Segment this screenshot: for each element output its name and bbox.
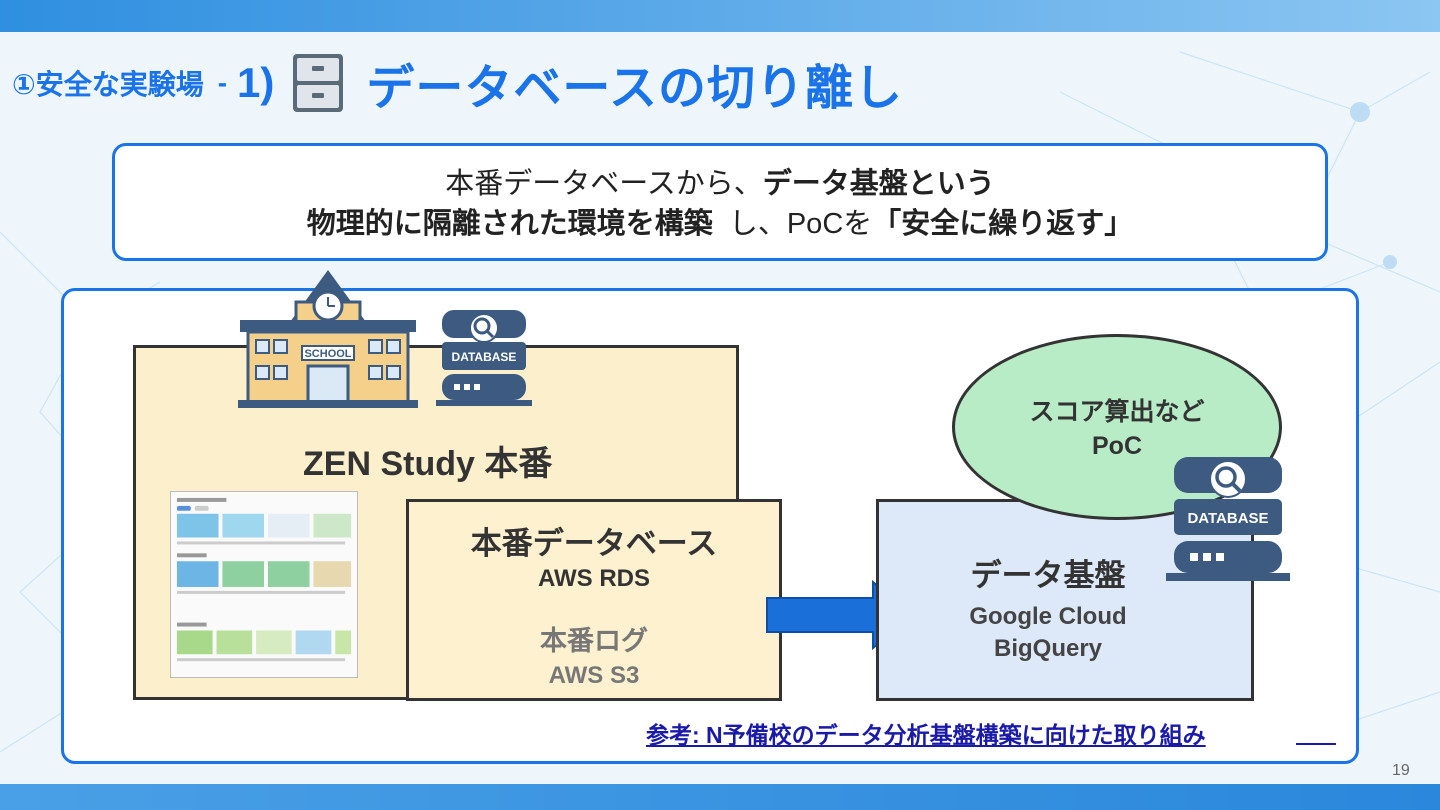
summary-callout: 本番データベースから、データ基盤という 物理的に隔離された環境を構築 し、PoC… <box>112 143 1328 261</box>
callout-line1-bold: データ基盤という <box>762 168 995 200</box>
reference-underline-extension <box>1296 743 1336 745</box>
title-prefix: ①安全な実験場 <box>12 69 204 100</box>
title-number: 1) <box>237 59 275 106</box>
page-number: 19 <box>1392 762 1410 779</box>
title-main: データベースの切り離し <box>366 62 904 115</box>
database-icon-large: DATABASE <box>1166 457 1290 581</box>
prod-db-title: 本番データベース <box>470 526 718 561</box>
database-icon: DATABASE <box>436 310 532 406</box>
platform-title: データ基盤 <box>970 558 1126 593</box>
zen-study-label: ZEN Study 本番 <box>303 445 553 483</box>
app-screenshot-thumbnail <box>170 491 358 678</box>
poc-line1: スコア算出など <box>1029 398 1205 426</box>
reference-link[interactable]: 参考: N予備校のデータ分析基盤構築に向けた取り組み <box>646 722 1206 748</box>
log-title: 本番ログ <box>540 626 648 656</box>
database-badge-text-large: DATABASE <box>1187 510 1268 527</box>
bottom-banner <box>0 784 1440 810</box>
top-banner <box>0 0 1440 32</box>
callout-line2-bold: 物理的に隔離された環境を構築 <box>306 208 713 240</box>
platform-service-bigquery: BigQuery <box>993 635 1103 662</box>
platform-service-cloud: Google Cloud <box>969 603 1127 630</box>
school-sign-text: SCHOOL <box>304 348 351 360</box>
title-separator: - <box>217 67 228 98</box>
callout-line2-plain: し、PoCを <box>728 208 873 240</box>
school-building-icon: SCHOOL <box>238 270 418 408</box>
prod-db-service: AWS RDS <box>537 565 650 592</box>
slide-title: ①安全な実験場 - 1) データベースの切り離し <box>12 48 903 118</box>
production-database-box: 本番データベース AWS RDS 本番ログ AWS S3 <box>406 499 782 701</box>
database-badge-text: DATABASE <box>452 350 517 364</box>
callout-line2-quote: 「安全に繰り返す」 <box>872 208 1134 240</box>
file-cabinet-icon <box>293 54 344 112</box>
callout-line1-plain: 本番データベースから、 <box>445 168 763 200</box>
log-service: AWS S3 <box>548 662 640 689</box>
poc-line2: PoC <box>1092 432 1142 460</box>
